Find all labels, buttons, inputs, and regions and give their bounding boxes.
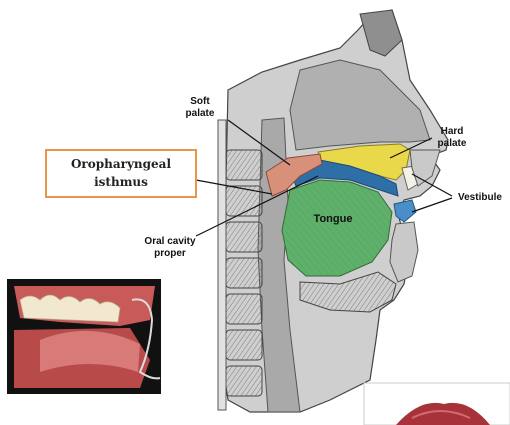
label-oral-cavity-line1: Oral cavity bbox=[144, 236, 196, 247]
lower-lip bbox=[390, 222, 418, 282]
vertebral-column bbox=[218, 120, 262, 410]
callout-line1: Oropharyngeal bbox=[71, 157, 171, 171]
vestibule-leader-lower bbox=[412, 198, 452, 212]
vertebra bbox=[226, 186, 262, 216]
vertebra bbox=[226, 366, 262, 396]
vertebra bbox=[226, 294, 262, 324]
label-soft-palate-line2: palate bbox=[186, 108, 215, 119]
lips-photo bbox=[364, 383, 510, 425]
label-tongue: Tongue bbox=[314, 213, 353, 225]
vertebra bbox=[226, 222, 262, 252]
spinal-cord bbox=[218, 120, 226, 410]
label-oral-cavity-line2: proper bbox=[154, 248, 186, 259]
vertebra bbox=[226, 330, 262, 360]
label-hard-palate-line2: palate bbox=[438, 138, 467, 149]
callout-line2: isthmus bbox=[94, 175, 148, 189]
vertebra bbox=[226, 258, 262, 288]
label-hard-palate-line1: Hard bbox=[441, 126, 464, 137]
vertebra bbox=[226, 150, 262, 180]
oropharyngeal-isthmus-callout: Oropharyngeal isthmus bbox=[46, 150, 196, 197]
teeth-photo bbox=[7, 279, 161, 394]
label-vestibule: Vestibule bbox=[458, 192, 502, 203]
label-soft-palate-line1: Soft bbox=[190, 96, 210, 107]
